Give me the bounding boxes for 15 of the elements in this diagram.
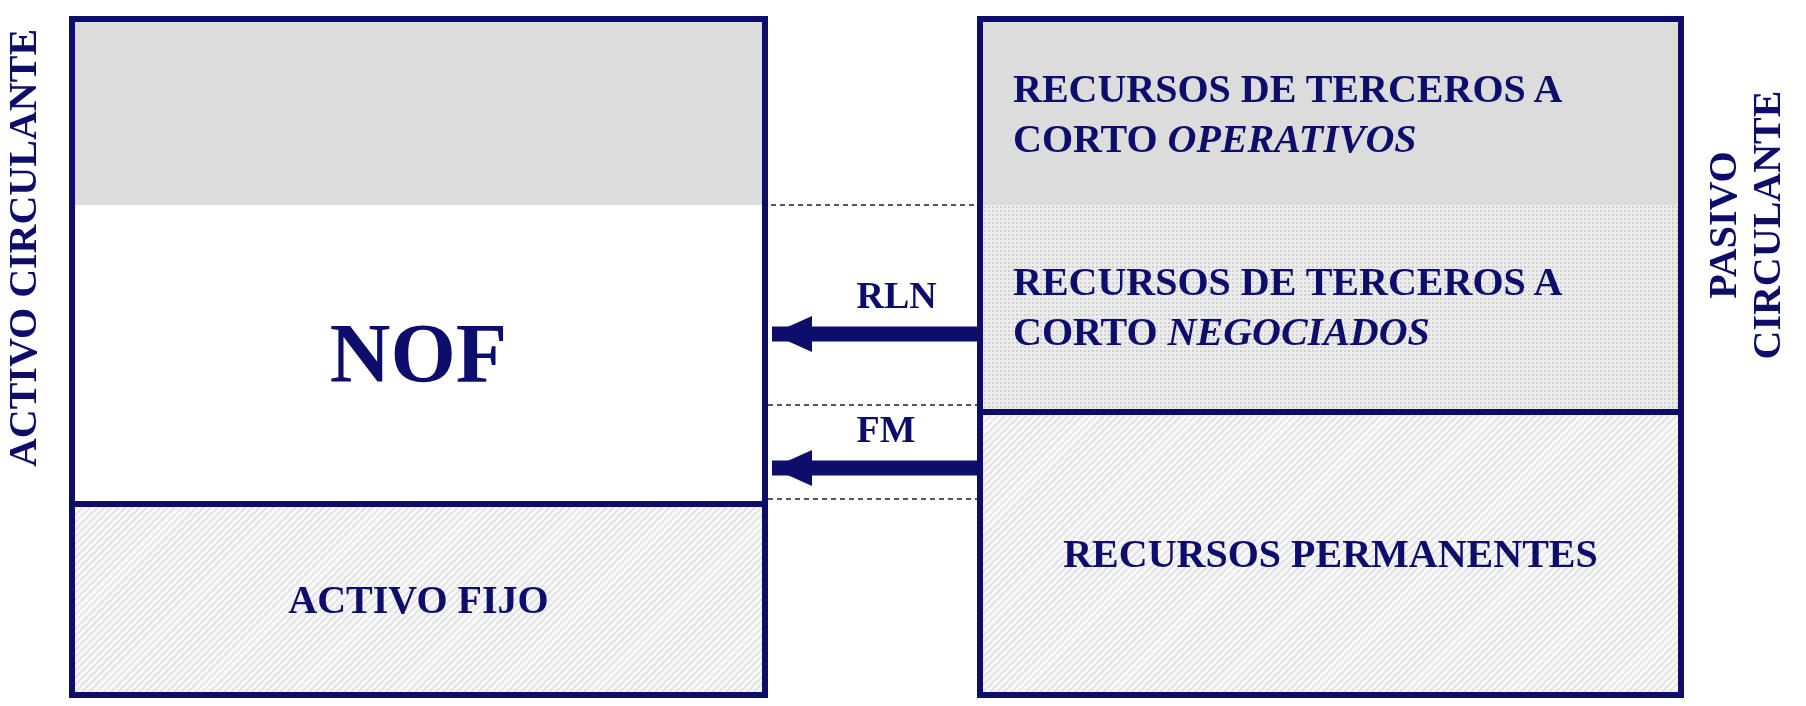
empty-section-box bbox=[69, 16, 768, 205]
section-box bbox=[69, 501, 768, 698]
arrow bbox=[772, 450, 977, 486]
side-label: PASIVO CIRCULANTE bbox=[1701, 89, 1789, 362]
section-box bbox=[977, 409, 1684, 698]
section-label: RECURSOS DE TERCEROS A CORTO OPERATIVOS bbox=[1012, 64, 1562, 163]
section-label: RECURSOS DE TERCEROS A CORTO NEGOCIADOS bbox=[1012, 258, 1562, 356]
side-label: ACTIVO CIRCULANTE bbox=[1, 27, 45, 470]
section-box bbox=[977, 16, 1684, 205]
section-box bbox=[69, 205, 768, 501]
section-label: NOF bbox=[328, 305, 509, 402]
arrow bbox=[772, 316, 977, 352]
section-label: RECURSOS PERMANENTES bbox=[1062, 529, 1599, 578]
section-label: ACTIVO FIJO bbox=[287, 575, 550, 624]
section-box bbox=[977, 205, 1684, 409]
